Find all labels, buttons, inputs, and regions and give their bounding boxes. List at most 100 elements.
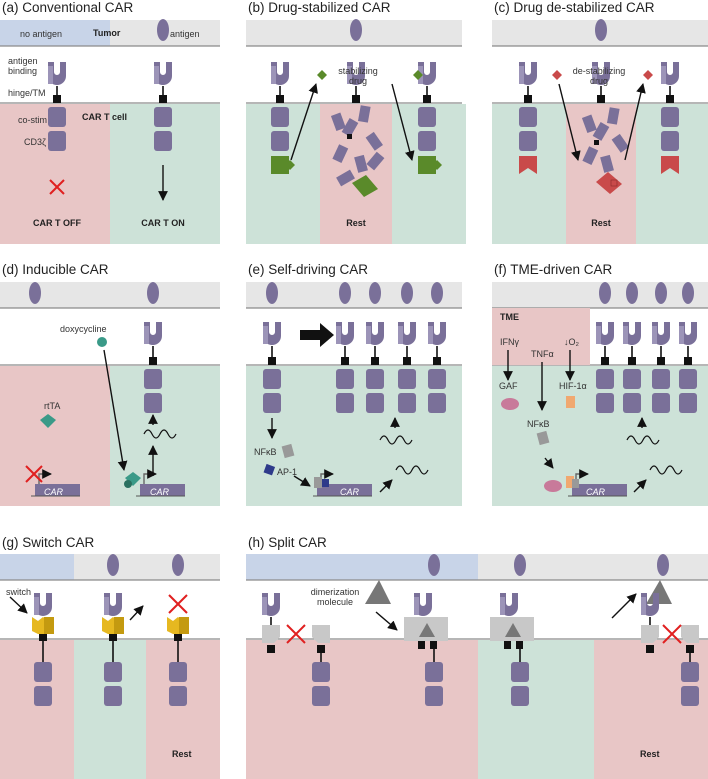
- gaf-label: GAF: [499, 381, 518, 391]
- car-antigen-binding-light: [336, 326, 341, 344]
- co-stim-label: co-stim: [18, 115, 47, 125]
- tm-domain: [684, 357, 692, 365]
- car-cd3z-b-left: [271, 131, 289, 151]
- split-bound-2-cd3z: [511, 686, 529, 706]
- switch-car-1-binder-light: [34, 597, 39, 615]
- degraded-drug-domain: [352, 175, 378, 197]
- car-costimcd3z-domain: [366, 393, 384, 413]
- degraded-fragment-c-3: [611, 133, 629, 153]
- switch-car-2-binder-light: [104, 597, 109, 615]
- switch-pointer-arrow: [9, 596, 28, 614]
- tm-domain: [597, 95, 605, 103]
- panel-a-title: (a) Conventional CAR: [2, 0, 134, 15]
- tm-domain: [341, 357, 349, 365]
- car-costimcd3z-domain: [623, 393, 641, 413]
- car-antigen-binding-light: [263, 326, 268, 344]
- car-antigen-binding-light: [623, 326, 628, 344]
- degraded-fragment-5: [354, 154, 368, 173]
- degraded-fragment-0: [330, 112, 346, 131]
- car-gene-e: [317, 484, 372, 496]
- panel-b-region-1: [320, 104, 392, 244]
- destab-domain-c-right: [661, 156, 679, 174]
- destab-drug-entry-arrow: [558, 83, 581, 161]
- tm-domain: [524, 95, 532, 103]
- nfkb-bound-f: [572, 479, 579, 488]
- destab-drug-exit-arrow: [624, 83, 646, 161]
- split-bound-2-binder-light: [500, 597, 505, 615]
- car-antigen-binding-light: [679, 326, 684, 344]
- car-binder-c-right-light: [661, 66, 666, 84]
- degraded-fragment-c-2: [606, 107, 620, 125]
- panel-g-title: (g) Switch CAR: [2, 535, 95, 550]
- panel-h-title: (h) Split CAR: [248, 535, 327, 550]
- split-bound-1-binder-light: [414, 597, 419, 615]
- antigen-e-2: [339, 282, 351, 304]
- tm-domain: [352, 95, 360, 103]
- o2-label: ↓O₂: [564, 337, 579, 347]
- nfkb-label-f: NFκB: [527, 419, 550, 429]
- car-costimcd3z-domain: [263, 393, 281, 413]
- panel-c-region-0: [492, 104, 566, 244]
- nfkb-protein-f: [536, 430, 550, 446]
- car-antigen-binding-light: [652, 326, 657, 344]
- destab-domain-c-left: [519, 156, 537, 174]
- antigen-g-3: [172, 554, 184, 576]
- car-binder-c-mid-light: [592, 66, 597, 84]
- panel-d-region-0: [0, 366, 110, 506]
- ap1-bound-e: [322, 479, 329, 487]
- car-binder-b-mid-light: [347, 66, 352, 84]
- panel-c-region-2: [636, 104, 708, 244]
- car-costim: [679, 369, 697, 389]
- car-costim-c-right: [661, 107, 679, 127]
- expression-arrow-f: [633, 479, 647, 493]
- destabilizing-drug-1: [552, 70, 562, 80]
- antigen-d-right: [147, 282, 159, 304]
- bound-drug-b-right: [432, 160, 442, 170]
- tf-bind-arrow-e: [293, 475, 311, 487]
- switch-car-1-tm: [39, 634, 47, 641]
- hif1a-protein: [566, 396, 575, 408]
- car-costim: [428, 369, 446, 389]
- car-gene-label-f: CAR: [586, 487, 606, 497]
- mrna-wave-f2: [649, 465, 683, 475]
- mrna-wave-e1: [379, 435, 413, 445]
- degraded-fragment-4: [332, 144, 349, 163]
- dimer-bind-arrow: [375, 611, 398, 631]
- switch-car-1-cd3z: [34, 686, 52, 706]
- car-gene-f: [572, 484, 627, 496]
- ap1-label: AP-1: [277, 467, 298, 477]
- stabilizing-drug-label: stabilizing drug: [338, 66, 378, 86]
- antigen-b: [350, 19, 362, 41]
- degraded-fragment-7: [336, 169, 355, 187]
- car-costim: [263, 369, 281, 389]
- fragment-tm-c: [594, 140, 599, 145]
- destabilizing-drug-label: de-stabilizing drug: [572, 66, 626, 86]
- split-3-binder-light: [641, 597, 646, 615]
- dimer-release-arrow: [611, 593, 637, 619]
- split-bound-2-dimer: [505, 623, 521, 637]
- nfkb-label-e: NFκB: [254, 447, 277, 457]
- split-bound-1-antigen: [428, 554, 440, 576]
- car-costimcd3z-domain: [428, 393, 446, 413]
- car-antigen-binding-light: [366, 326, 371, 344]
- panel-a-on-region: [110, 104, 220, 244]
- switch-label: switch: [6, 587, 32, 597]
- car-costim: [398, 369, 416, 389]
- degraded-fragment-c-4: [582, 146, 599, 165]
- panel-c-title: (c) Drug de-stabilized CAR: [494, 0, 655, 15]
- split-bound-1-tm-r: [430, 641, 437, 649]
- doxycycline-molecule: [97, 337, 107, 347]
- car-t-on-label: CAR T ON: [141, 218, 185, 228]
- car-costim-b-right: [418, 107, 436, 127]
- panel-b-title: (b) Drug-stabilized CAR: [248, 0, 391, 15]
- bound-drug-b-left: [285, 160, 295, 170]
- tme-label: TME: [500, 312, 519, 322]
- car-gene-label-e: CAR: [340, 487, 360, 497]
- split-2-costim: [312, 662, 330, 682]
- antigen-a: [157, 19, 169, 41]
- rtta-protein: [40, 414, 56, 428]
- split-4-dimer-half: [681, 625, 699, 643]
- split-bound-2-costim: [511, 662, 529, 682]
- antigen-e-3: [369, 282, 381, 304]
- car-costimcd3z-domain: [154, 131, 172, 151]
